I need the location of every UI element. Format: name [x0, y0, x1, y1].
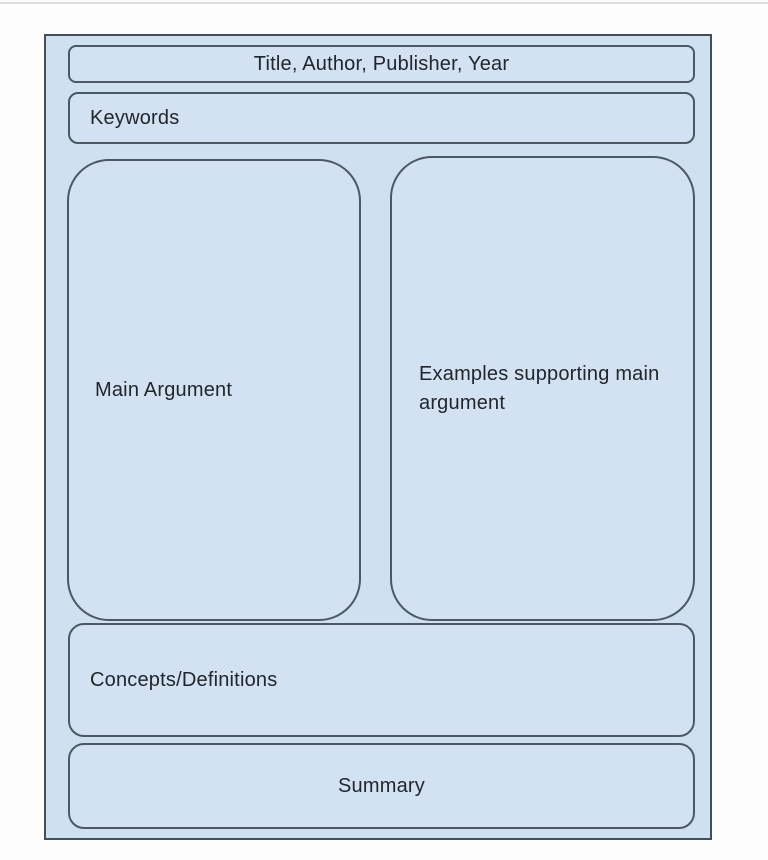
summary-box: Summary: [68, 743, 695, 829]
concepts-definitions-box: Concepts/Definitions: [68, 623, 695, 737]
title-author-publisher-year-box: Title, Author, Publisher, Year: [68, 45, 695, 83]
page-top-divider: [0, 2, 768, 4]
keywords-label: Keywords: [90, 106, 180, 129]
concepts-definitions-label: Concepts/Definitions: [90, 668, 278, 691]
keywords-box: Keywords: [68, 92, 695, 144]
main-argument-label: Main Argument: [95, 378, 233, 401]
title-author-publisher-year-label: Title, Author, Publisher, Year: [253, 52, 510, 75]
summary-label: Summary: [338, 774, 425, 797]
main-argument-box: Main Argument: [67, 159, 361, 621]
examples-supporting-label: Examples supporting main argument: [419, 362, 660, 414]
examples-supporting-box: Examples supporting main argument: [390, 156, 695, 621]
